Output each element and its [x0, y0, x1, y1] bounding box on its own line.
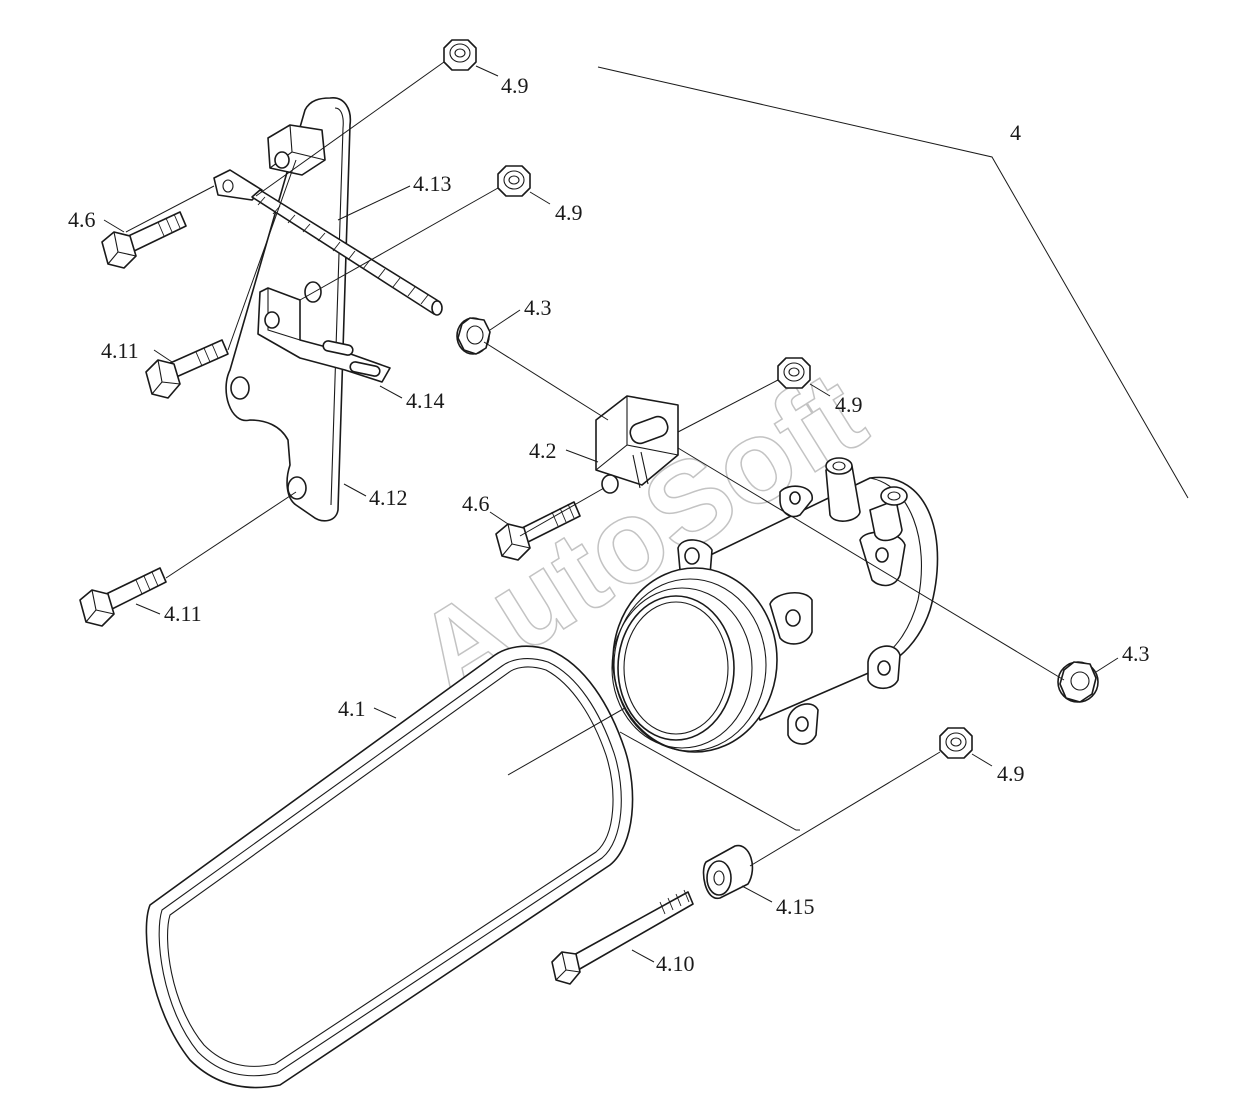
bolt-4-11-upper — [145, 339, 229, 399]
slotted-plate — [257, 287, 391, 383]
adjusting-rod — [251, 189, 443, 316]
nut-4-9-bottom — [939, 727, 973, 759]
callout-4-2: 4.2 — [529, 438, 557, 463]
ac-compressor — [611, 457, 939, 753]
long-bolt — [551, 889, 694, 985]
callout-4-9-bottom: 4.9 — [997, 761, 1025, 786]
callout-4-10: 4.10 — [656, 951, 695, 976]
flange-nut-4-3-upper — [456, 317, 491, 355]
bolt-4-11-lower — [79, 567, 167, 627]
callout-4-3-upper: 4.3 — [524, 295, 552, 320]
callout-4-3-lower: 4.3 — [1122, 641, 1150, 666]
nut-4-9-top — [443, 39, 477, 71]
leader-lines — [103, 61, 1119, 963]
drive-belt — [145, 645, 673, 1089]
callout-4-1: 4.1 — [338, 696, 366, 721]
spacer-bushing — [702, 845, 754, 899]
callout-4: 4 — [1010, 120, 1021, 145]
callout-4-13: 4.13 — [413, 171, 452, 196]
bolt-4-6-mid — [495, 501, 581, 561]
nut-4-9-mid — [497, 165, 531, 197]
callout-4-15: 4.15 — [776, 894, 815, 919]
callout-4-6-left: 4.6 — [68, 207, 96, 232]
flange-nut-4-3-lower — [1057, 661, 1099, 703]
callout-4-9-top: 4.9 — [501, 73, 529, 98]
assembly-boundary-line — [597, 66, 1189, 499]
callout-4-9-right: 4.9 — [835, 392, 863, 417]
bracket-spacer — [267, 124, 326, 176]
callout-4-11-lower: 4.11 — [164, 601, 202, 626]
nut-4-9-right — [777, 357, 811, 389]
callout-4-14: 4.14 — [406, 388, 445, 413]
tensioner-block — [595, 395, 679, 494]
callout-4-12: 4.12 — [369, 485, 408, 510]
callout-4-11-upper: 4.11 — [101, 338, 139, 363]
bolt-4-6-left — [101, 211, 187, 269]
callout-4-6-mid: 4.6 — [462, 491, 490, 516]
callout-4-9-mid: 4.9 — [555, 200, 583, 225]
